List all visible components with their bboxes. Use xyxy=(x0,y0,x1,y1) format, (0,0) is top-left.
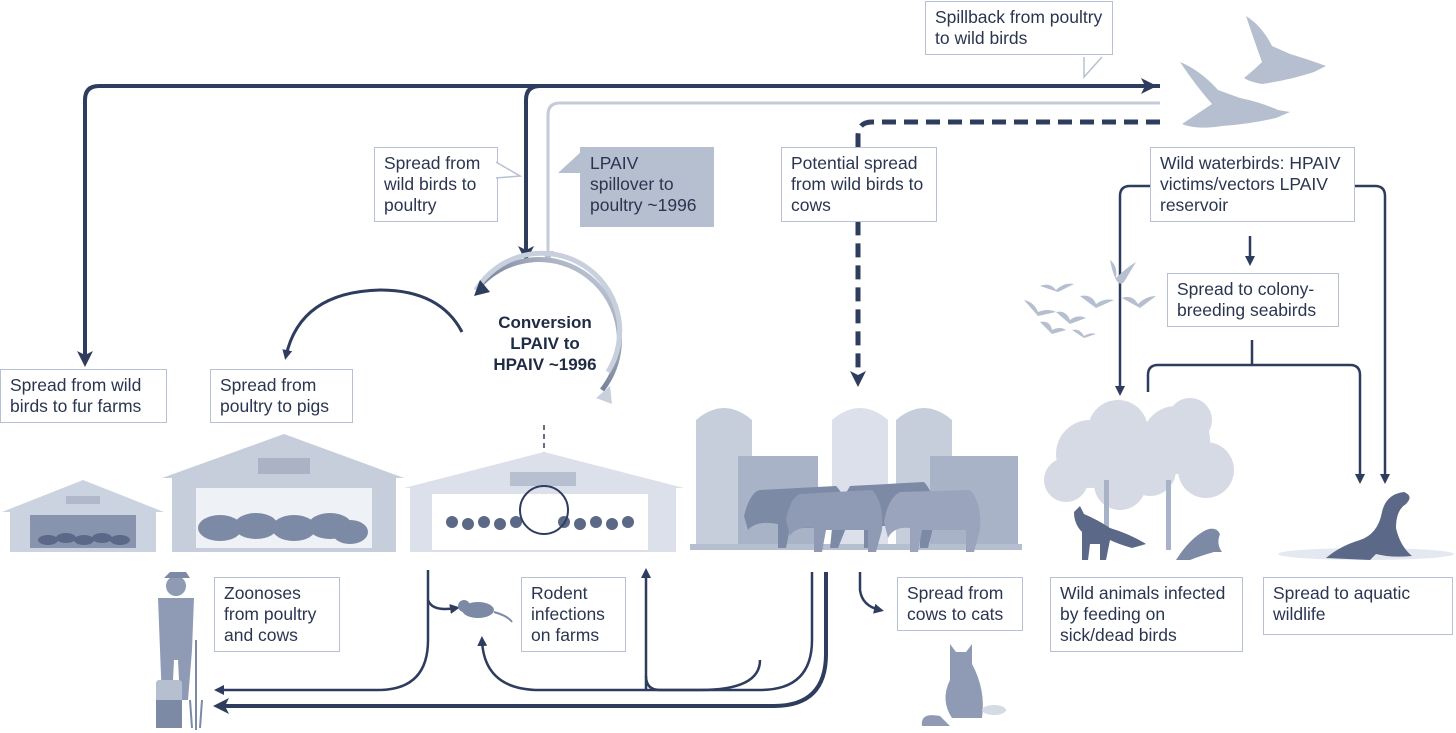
farmer-icon xyxy=(156,572,203,730)
label-wild-animals: Wild animals infected by feeding on sick… xyxy=(1050,577,1243,652)
label-zoonoses: Zoonoses from poultry and cows xyxy=(214,577,340,652)
label-spread-colony: Spread to colony-breeding seabirds xyxy=(1167,273,1339,327)
conversion-line-3: HPAIV ~1996 xyxy=(493,355,597,374)
conversion-cycle xyxy=(473,250,623,404)
rat-icon xyxy=(458,600,513,623)
wild-to-poultry-callout-tail xyxy=(496,161,522,179)
label-spread-pigs: Spread from poultry to pigs xyxy=(210,369,353,423)
spillback-callout-tail xyxy=(1083,56,1103,79)
lpaiv-callout-tail xyxy=(558,151,582,173)
cat-icon xyxy=(921,644,1006,726)
trees-icon xyxy=(1044,398,1234,550)
pig-barn-building xyxy=(162,434,404,552)
poultry-to-pigs-arrow xyxy=(282,288,464,360)
wild-to-cows-dashed-arrow xyxy=(850,119,1160,387)
waterbirds-branch-arrows xyxy=(1115,184,1390,480)
lpaiv-spillover-arrow xyxy=(542,101,1160,263)
conversion-line-2: LPAIV to xyxy=(510,334,580,353)
geese-icon xyxy=(1180,16,1326,128)
conversion-label: Conversion LPAIV to HPAIV ~1996 xyxy=(470,312,620,375)
fox-icon xyxy=(1074,506,1146,560)
fur-farm-building xyxy=(2,480,164,552)
label-spread-fur-farms: Spread from wild birds to fur farms xyxy=(0,369,167,423)
label-potential-spread-cows: Potential spread from wild birds to cows xyxy=(781,147,937,222)
label-aquatic: Spread to aquatic wildlife xyxy=(1263,577,1453,635)
label-lpaiv-spillover: LPAIV spillover to poultry ~1996 xyxy=(580,147,714,227)
label-cows-to-cats: Spread from cows to cats xyxy=(897,577,1023,631)
label-spread-wild-to-poultry: Spread from wild birds to poultry xyxy=(374,147,498,222)
label-wild-waterbirds: Wild waterbirds: HPAIV victims/vectors L… xyxy=(1150,147,1355,222)
poultry-barn-building xyxy=(404,452,684,552)
top-spillback-arrow xyxy=(77,78,1157,367)
wild-to-poultry-arrow xyxy=(518,84,1160,262)
dairy-farm-building xyxy=(690,408,1022,552)
conversion-line-1: Conversion xyxy=(498,313,592,332)
seabirds-icon xyxy=(1024,260,1156,338)
bottom-arrows xyxy=(213,568,884,714)
seal-icon xyxy=(1278,492,1454,560)
vulture-icon xyxy=(1176,528,1222,560)
label-spillback: Spillback from poultry to wild birds xyxy=(925,1,1113,55)
label-rodent: Rodent infections on farms xyxy=(521,577,626,652)
